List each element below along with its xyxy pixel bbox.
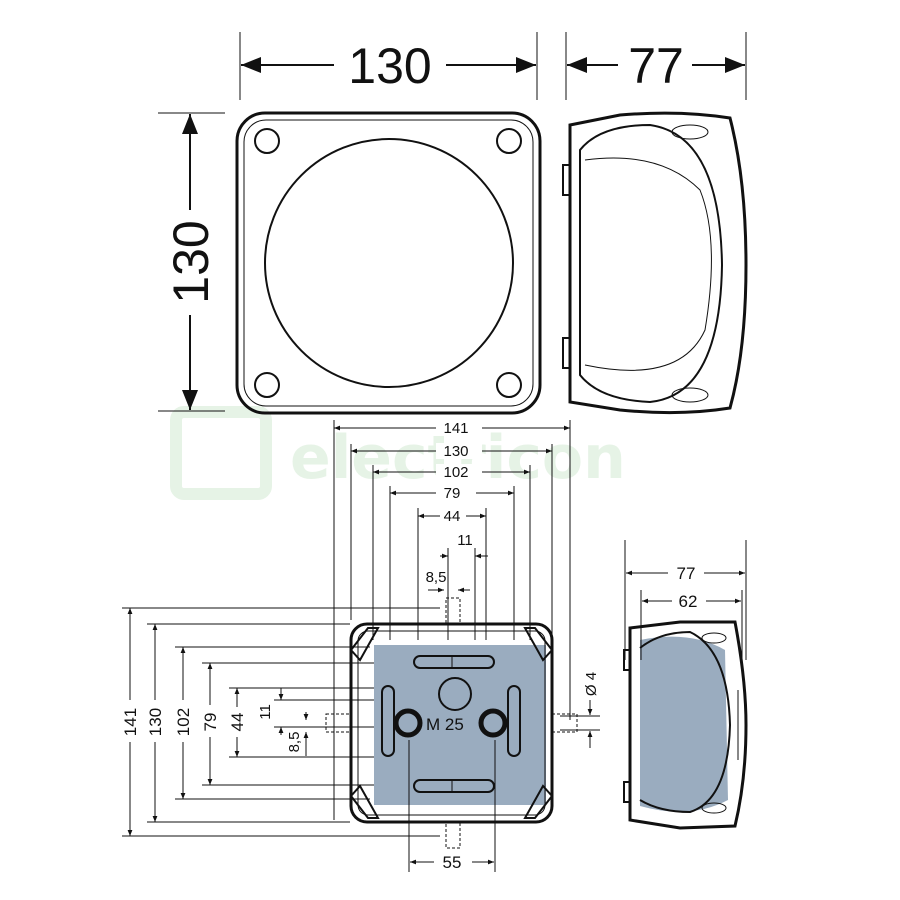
bottom-side-view	[623, 620, 748, 830]
dim-11: 11	[457, 532, 473, 549]
top-width-dimension: 130	[239, 32, 538, 100]
watermark-logo-icon	[170, 406, 272, 500]
hole-label: Ø 4	[583, 672, 600, 696]
dim-55: 55	[443, 853, 462, 872]
dim-102: 102	[443, 464, 468, 481]
vdim-11: 11	[257, 704, 274, 720]
top-depth-label: 77	[628, 38, 684, 94]
top-depth-dimension: 77	[565, 32, 747, 100]
screw-hole-icon	[496, 372, 522, 398]
vdim-102: 102	[174, 708, 193, 736]
dim-79: 79	[444, 485, 461, 502]
cable-entry-left-icon	[393, 708, 423, 738]
bottom-width-dimension: 55	[408, 740, 496, 872]
dim-141: 141	[443, 420, 468, 437]
thread-label: M 25	[426, 715, 464, 734]
vdim-141: 141	[121, 708, 140, 736]
top-front-view	[235, 111, 542, 415]
dim-8-5: 8,5	[426, 569, 447, 586]
screw-hole-icon	[254, 372, 280, 398]
watermark: electricon	[170, 406, 626, 500]
vdim-44: 44	[228, 713, 247, 732]
screw-hole-icon	[254, 128, 280, 154]
vdim-79: 79	[201, 713, 220, 732]
bottom-horizontal-dimensions: 141 130 102 79 44 11 8,5	[333, 420, 571, 820]
top-width-label: 130	[348, 38, 431, 94]
bottom-main-view: M 25	[325, 597, 578, 849]
side-dim-62: 62	[679, 592, 698, 611]
side-dim-77: 77	[677, 564, 696, 583]
top-height-dimension: 130	[158, 112, 225, 412]
top-side-view	[562, 111, 748, 415]
cable-entry-right-icon	[478, 708, 508, 738]
vdim-130: 130	[146, 708, 165, 736]
dim-44: 44	[444, 508, 461, 525]
hole-dimension: Ø 4	[560, 672, 600, 748]
screw-hole-icon	[496, 128, 522, 154]
side-dimensions: 77 62	[624, 540, 747, 660]
bottom-vertical-dimensions: 141 130 102 79 44 11 8,5	[121, 607, 440, 837]
dim-130: 130	[443, 443, 468, 460]
top-height-label: 130	[163, 220, 219, 303]
vdim-8-5: 8,5	[286, 732, 303, 753]
